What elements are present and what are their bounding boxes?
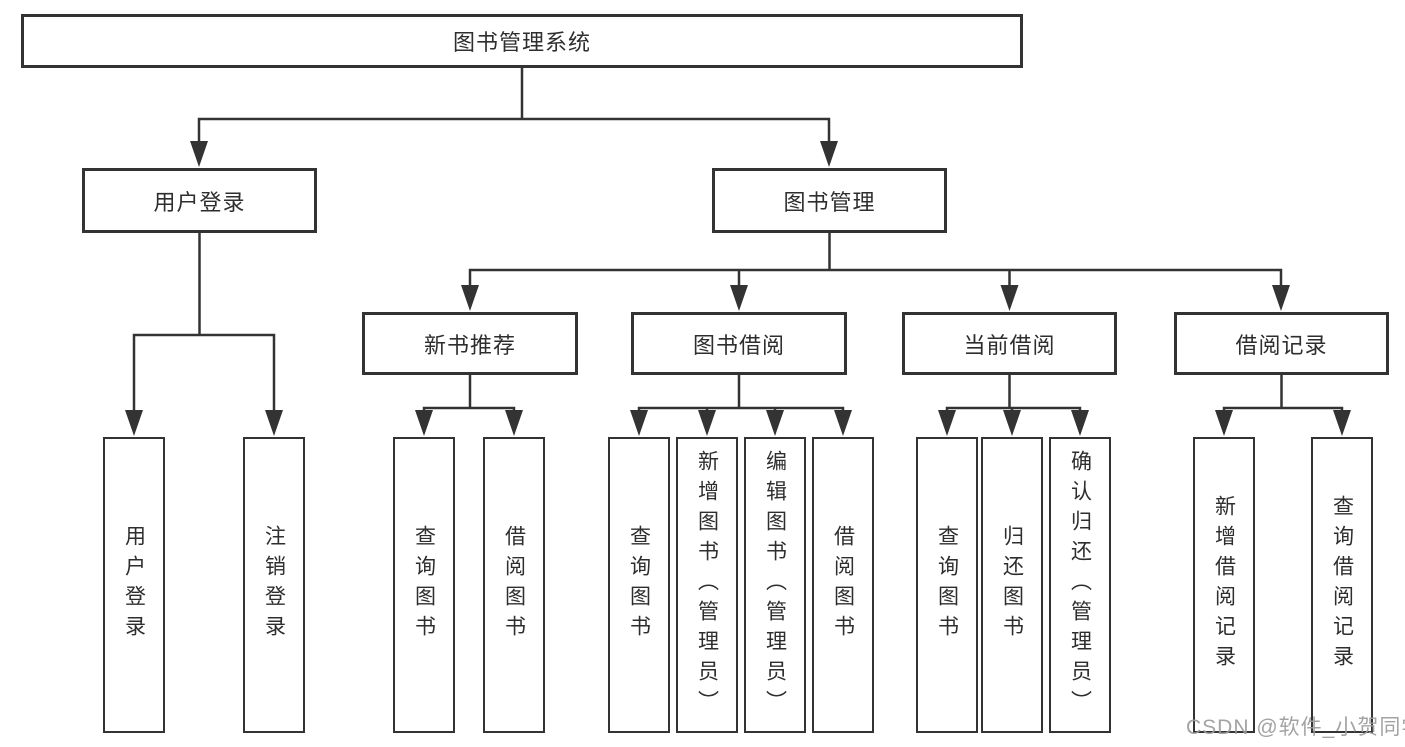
connector-newrec-to-leaves xyxy=(422,375,516,414)
leaf-records-add-borrow-record: 新增借阅记录 xyxy=(1193,437,1255,733)
node-borrow-records: 借阅记录 xyxy=(1174,312,1389,375)
node-current-borrow-label: 当前借阅 xyxy=(963,332,1056,358)
node-new-book-recommend: 新书推荐 xyxy=(362,312,578,375)
node-root: 图书管理系统 xyxy=(21,14,1023,68)
leaf-user-login-label: 用户登录 xyxy=(122,525,146,645)
connector-bookmgmt-to-level3 xyxy=(468,233,1283,289)
leaf-logout-label: 注销登录 xyxy=(262,525,286,645)
node-user-login: 用户登录 xyxy=(82,168,317,233)
leaf-newrec-borrow-books: 借阅图书 xyxy=(483,437,545,733)
leaf-current-confirm-return-admin: 确认归还（管理员） xyxy=(1049,437,1111,733)
connector-userlogin-to-leaves xyxy=(132,233,276,414)
leaf-borrow-edit-books-admin: 编辑图书（管理员） xyxy=(744,437,806,733)
leaf-borrow-query-books-label: 查询图书 xyxy=(627,525,651,645)
leaf-current-confirm-return-admin-label: 确认归还（管理员） xyxy=(1068,450,1092,720)
leaf-borrow-add-books-admin-label: 新增图书（管理员） xyxy=(695,450,719,720)
node-borrow-records-label: 借阅记录 xyxy=(1235,332,1328,358)
node-new-book-recommend-label: 新书推荐 xyxy=(423,332,516,358)
leaf-current-return-books-label: 归还图书 xyxy=(1000,525,1024,645)
node-user-login-label: 用户登录 xyxy=(153,189,246,215)
leaf-borrow-query-books: 查询图书 xyxy=(608,437,670,733)
csdn-watermark: CSDN @软件_小贺同学 xyxy=(1186,716,1405,739)
node-book-borrow: 图书借阅 xyxy=(631,312,847,375)
node-root-label: 图书管理系统 xyxy=(452,30,591,55)
leaf-newrec-query-books: 查询图书 xyxy=(393,437,455,733)
leaf-records-add-borrow-record-label: 新增借阅记录 xyxy=(1212,495,1236,675)
connector-root-to-level2 xyxy=(197,68,831,145)
leaf-borrow-borrow-books: 借阅图书 xyxy=(812,437,874,733)
connector-records-to-leaves xyxy=(1222,375,1344,414)
leaf-borrow-edit-books-admin-label: 编辑图书（管理员） xyxy=(763,450,787,720)
leaf-borrow-add-books-admin: 新增图书（管理员） xyxy=(676,437,738,733)
node-book-management: 图书管理 xyxy=(712,168,947,233)
connector-currentborrow-to-leaves xyxy=(945,375,1082,414)
connector-bookborrow-to-leaves xyxy=(637,375,845,414)
leaf-newrec-borrow-books-label: 借阅图书 xyxy=(502,525,526,645)
leaf-user-login: 用户登录 xyxy=(103,437,165,733)
node-book-borrow-label: 图书借阅 xyxy=(692,332,785,358)
leaf-current-query-books: 查询图书 xyxy=(916,437,978,733)
leaf-current-query-books-label: 查询图书 xyxy=(935,525,959,645)
leaf-records-query-borrow-record: 查询借阅记录 xyxy=(1311,437,1373,733)
node-book-management-label: 图书管理 xyxy=(783,189,876,215)
leaf-logout: 注销登录 xyxy=(243,437,305,733)
leaf-current-return-books: 归还图书 xyxy=(981,437,1043,733)
leaf-borrow-borrow-books-label: 借阅图书 xyxy=(831,525,855,645)
node-current-borrow: 当前借阅 xyxy=(902,312,1117,375)
leaf-records-query-borrow-record-label: 查询借阅记录 xyxy=(1330,495,1354,675)
leaf-newrec-query-books-label: 查询图书 xyxy=(412,525,436,645)
